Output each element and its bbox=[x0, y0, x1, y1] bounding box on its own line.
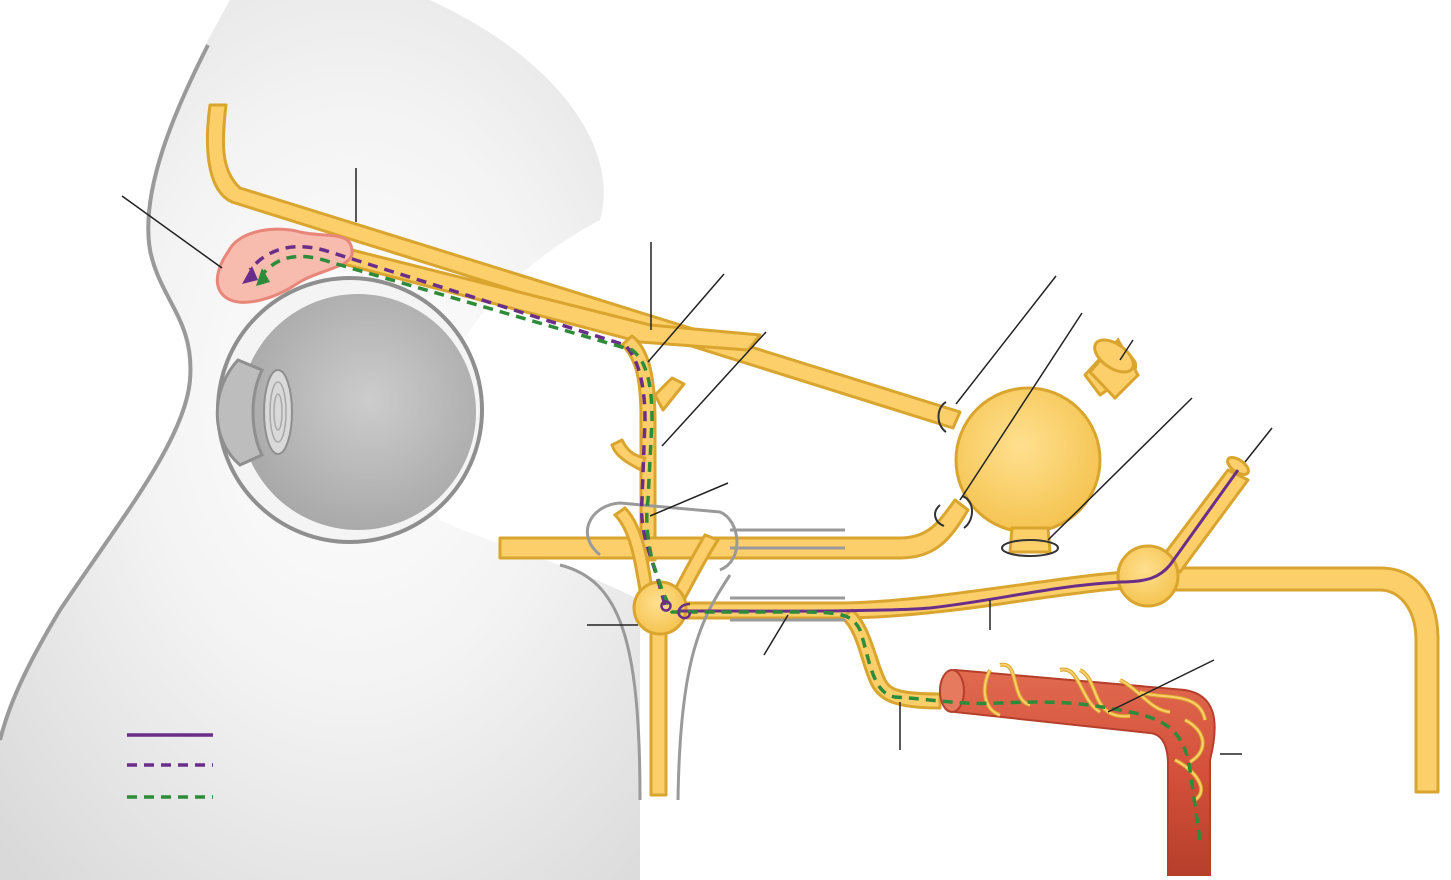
palatine-nerve bbox=[649, 628, 668, 797]
pterygopalatine-fossa-outline bbox=[559, 501, 845, 801]
maxillary-nerve bbox=[498, 498, 970, 560]
synapse-icon bbox=[677, 602, 692, 620]
ascending-branch-cut-end bbox=[1226, 456, 1250, 476]
postganglionic-sympathetic-path bbox=[260, 254, 1202, 841]
deep-petrosal-branch bbox=[840, 608, 942, 710]
zygomatic-small-branch-1 bbox=[653, 376, 686, 412]
legend bbox=[127, 733, 213, 799]
nerve-trunks bbox=[205, 103, 1440, 797]
zygomatic-small-branch-2 bbox=[610, 438, 647, 472]
sympathetic-arrowhead bbox=[256, 268, 270, 286]
synapse-terminal-icon bbox=[660, 600, 672, 612]
parasympathetic-arrowhead bbox=[242, 266, 258, 284]
trigeminal-ganglion-icon bbox=[934, 337, 1140, 557]
head-profile-outline bbox=[0, 44, 210, 741]
cervical-ganglion-icon bbox=[1116, 544, 1180, 608]
postganglionic-parasympathetic-path bbox=[248, 245, 667, 606]
carotid-artery-icon bbox=[939, 668, 1216, 876]
ascending-branch bbox=[1158, 468, 1250, 574]
right-nerve-trunk bbox=[1168, 566, 1440, 794]
carotid-plexus-inner bbox=[983, 663, 1206, 801]
leader-lines bbox=[121, 168, 1273, 755]
eyeball-icon bbox=[215, 276, 484, 544]
lacrimal-gland-icon bbox=[215, 227, 354, 304]
pterygopalatine-ganglion-icon bbox=[632, 580, 688, 636]
frontal-nerve bbox=[205, 103, 962, 430]
